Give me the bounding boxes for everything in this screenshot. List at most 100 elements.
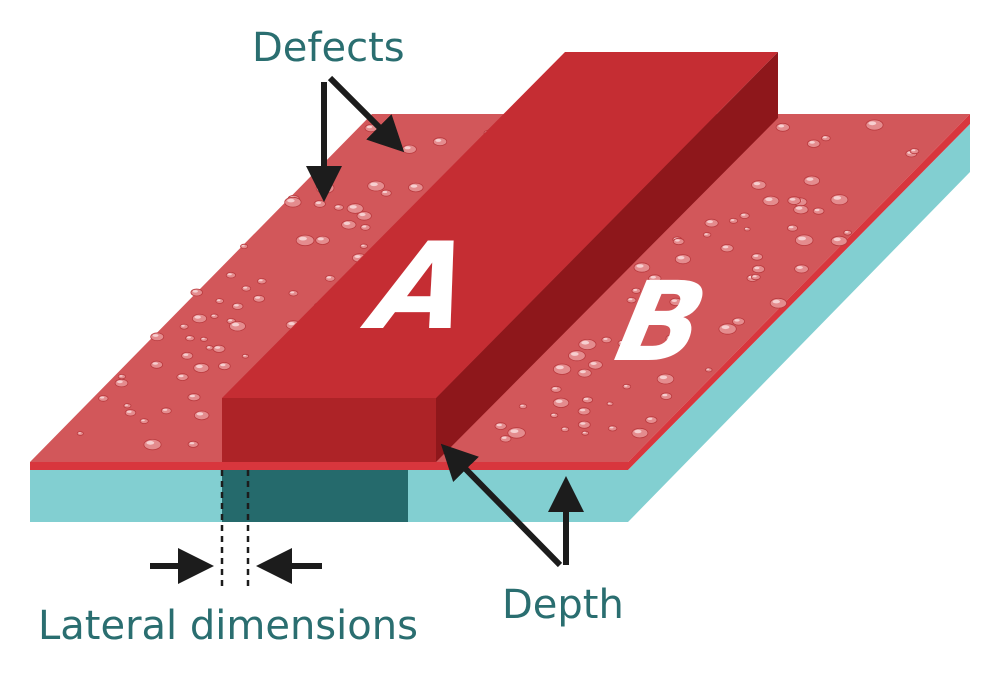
defect-highlight	[806, 177, 814, 181]
defect-droplet	[507, 427, 526, 439]
defect-highlight	[583, 397, 589, 400]
defect-highlight	[706, 368, 710, 370]
defect-droplet	[560, 426, 570, 432]
defect-droplet	[751, 180, 767, 190]
defect-droplet	[241, 353, 249, 359]
defect-droplet	[843, 229, 852, 236]
defect-droplet	[645, 416, 658, 424]
defect-droplet	[775, 122, 790, 132]
defect-highlight	[255, 296, 261, 299]
defect-droplet	[367, 180, 385, 192]
defect-highlight	[192, 290, 198, 293]
defect-droplet	[865, 119, 884, 131]
defect-highlight	[607, 402, 611, 404]
defect-droplet	[552, 397, 570, 408]
stripe-a-top	[222, 52, 778, 398]
defect-highlight	[335, 205, 340, 208]
defect-droplet	[205, 345, 214, 351]
defect-droplet	[176, 373, 189, 381]
defect-highlight	[668, 335, 675, 339]
defect-highlight	[146, 440, 155, 445]
defect-highlight	[788, 226, 794, 229]
defect-droplet	[212, 344, 226, 353]
defect-highlight	[745, 227, 748, 230]
defect-droplet	[631, 427, 649, 439]
defect-highlight	[628, 298, 633, 301]
defect-highlight	[681, 302, 687, 306]
depth-arrow-left	[440, 443, 563, 568]
defect-droplet	[160, 407, 172, 415]
defect-highlight	[753, 182, 761, 186]
defect-highlight	[220, 363, 226, 367]
defect-highlight	[556, 365, 564, 370]
defect-highlight	[232, 322, 240, 327]
defect-droplet	[187, 440, 199, 448]
defect-droplet	[607, 425, 618, 432]
defect-droplet	[240, 243, 249, 249]
defect-droplet	[739, 212, 750, 219]
defect-highlight	[141, 419, 145, 422]
defect-highlight	[833, 237, 841, 242]
defect-highlight	[124, 404, 129, 406]
defect-droplet	[793, 204, 809, 215]
defect-highlight	[753, 254, 759, 257]
defect-highlight	[258, 279, 263, 282]
defect-highlight	[501, 436, 507, 439]
defect-droplet	[241, 285, 252, 292]
defect-highlight	[675, 239, 680, 242]
defect-highlight	[343, 221, 351, 225]
defect-droplet	[552, 363, 572, 375]
defect-highlight	[633, 288, 638, 291]
defect-highlight	[603, 337, 608, 340]
defect-highlight	[126, 410, 132, 413]
defect-highlight	[178, 374, 184, 378]
defect-highlight	[520, 404, 524, 407]
defect-droplet	[193, 362, 210, 373]
defect-highlight	[822, 136, 827, 139]
defect-droplet	[190, 288, 203, 297]
defect-highlight	[326, 276, 332, 279]
defect-highlight	[359, 212, 366, 217]
defect-highlight	[809, 141, 815, 144]
defect-droplet	[229, 321, 246, 332]
defect-highlight	[207, 346, 211, 348]
defect-droplet	[193, 410, 210, 421]
defect-highlight	[772, 299, 780, 304]
defect-highlight	[707, 220, 713, 224]
defect-highlight	[789, 198, 796, 201]
defect-droplet	[660, 392, 673, 400]
defect-highlight	[382, 190, 388, 194]
defect-highlight	[579, 408, 586, 412]
defect-droplet	[123, 403, 132, 409]
defect-droplet	[830, 194, 849, 206]
defect-highlight	[435, 138, 442, 142]
defect-highlight	[186, 336, 191, 339]
defect-droplet	[215, 298, 225, 304]
defect-droplet	[518, 403, 528, 409]
defect-droplet	[408, 182, 424, 193]
defect-droplet	[794, 264, 809, 274]
defect-highlight	[361, 244, 365, 247]
defect-droplet	[98, 395, 109, 402]
defect-droplet	[672, 237, 685, 246]
defect-droplet	[769, 297, 788, 309]
defect-highlight	[117, 380, 123, 384]
defect-highlight	[555, 399, 563, 403]
defect-highlight	[189, 394, 196, 398]
defect-droplet	[787, 196, 801, 205]
defect-highlight	[665, 284, 671, 288]
film-side-edge	[628, 114, 970, 470]
defect-highlight	[571, 352, 579, 356]
defect-droplet	[179, 323, 189, 330]
defect-droplet	[732, 317, 745, 326]
defects-arrow-right	[327, 75, 405, 153]
defect-droplet	[313, 200, 326, 208]
defect-droplet	[588, 360, 603, 370]
defect-highlight	[290, 291, 295, 294]
defect-droplet	[803, 175, 821, 186]
defect-highlight	[722, 245, 729, 249]
defect-highlight	[734, 319, 740, 322]
defect-highlight	[241, 244, 245, 247]
defect-droplet	[139, 418, 149, 424]
defect-highlight	[814, 208, 820, 212]
